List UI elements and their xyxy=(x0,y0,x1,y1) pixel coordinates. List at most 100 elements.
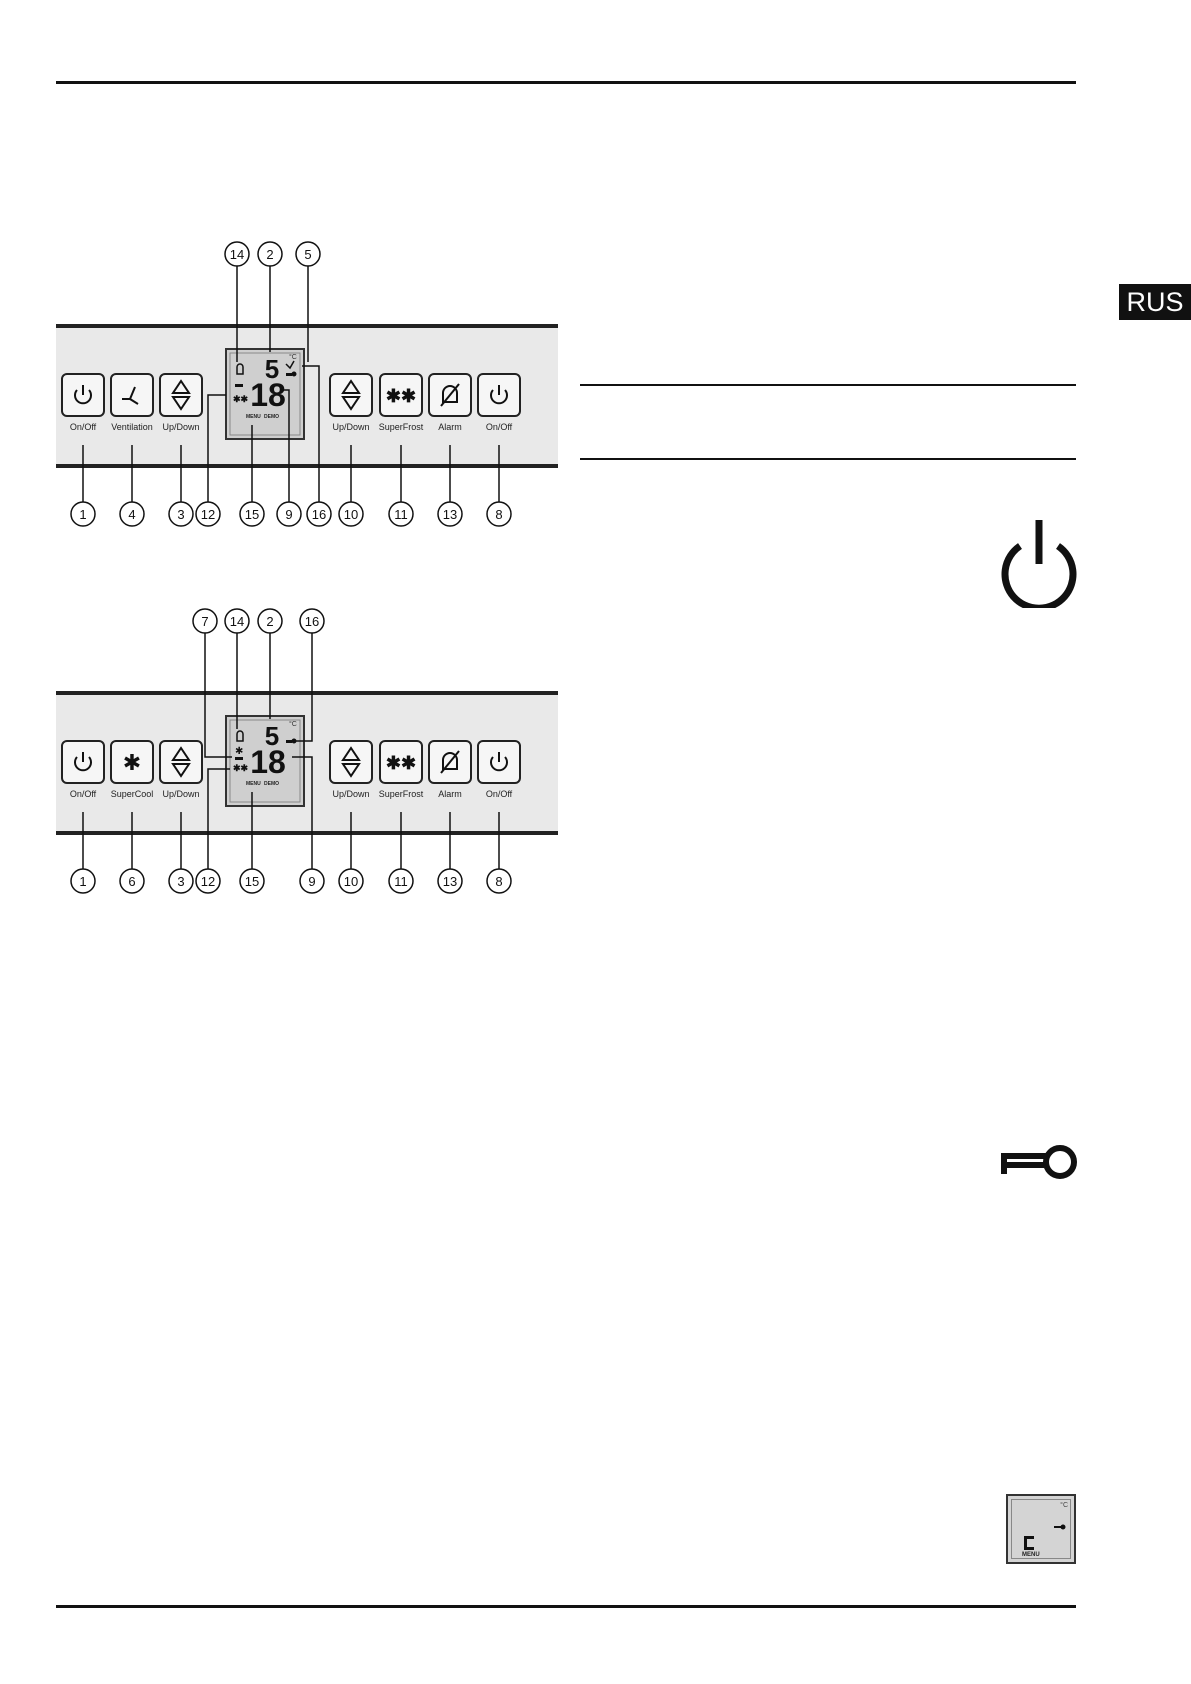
button-label: Up/Down xyxy=(332,422,369,432)
display-demo: DEMO xyxy=(264,414,279,420)
callout-4: 4 xyxy=(119,501,145,527)
callout-9: 9 xyxy=(276,501,302,527)
callout-7: 7 xyxy=(192,608,218,634)
callout-15: 15 xyxy=(239,868,265,894)
button-label: On/Off xyxy=(70,422,97,432)
display-upper-digit: 5 xyxy=(265,721,279,751)
power-icon xyxy=(74,752,92,772)
display-menu: MENU xyxy=(246,781,261,787)
display-unit: °C xyxy=(289,720,297,728)
display-lower-digits: 18 xyxy=(250,377,286,413)
up-down-icon xyxy=(171,746,191,778)
svg-text:✱✱: ✱✱ xyxy=(233,763,249,773)
up-down-icon xyxy=(171,379,191,411)
power-icon xyxy=(74,385,92,405)
bottom-rule xyxy=(56,1605,1076,1608)
display-menu: MENU xyxy=(246,414,261,420)
svg-text:✱: ✱ xyxy=(123,750,141,775)
svg-text:9: 9 xyxy=(285,507,292,522)
button-label: Up/Down xyxy=(332,789,369,799)
svg-text:3: 3 xyxy=(177,507,184,522)
button-label: Alarm xyxy=(438,789,462,799)
svg-text:14: 14 xyxy=(230,247,244,262)
button-label: On/Off xyxy=(486,789,513,799)
alarm-off-icon xyxy=(440,383,460,407)
svg-text:8: 8 xyxy=(495,874,502,889)
button-updown-right[interactable]: Up/Down xyxy=(329,740,373,799)
section-rule-2 xyxy=(580,458,1076,460)
button-label: Up/Down xyxy=(162,422,199,432)
callout-1: 1 xyxy=(70,868,96,894)
button-label: SuperCool xyxy=(111,789,154,799)
button-label: SuperFrost xyxy=(379,422,424,432)
control-panel-bottom: On/Off ✱ SuperCool Up/Down ✱ 5 °C 18 ✱✱ xyxy=(56,608,558,894)
button-onoff-left[interactable]: On/Off xyxy=(61,740,105,799)
button-ventilation[interactable]: Ventilation xyxy=(110,373,154,432)
button-label: Ventilation xyxy=(111,422,153,432)
button-alarm[interactable]: Alarm xyxy=(428,740,472,799)
svg-text:✱✱: ✱✱ xyxy=(386,753,416,773)
callout-13: 13 xyxy=(437,501,463,527)
superfrost-icon: ✱✱ xyxy=(386,753,416,773)
mini-display-digit xyxy=(1024,1536,1034,1550)
callout-16: 16 xyxy=(306,501,332,527)
button-label: Alarm xyxy=(438,422,462,432)
callout-11: 11 xyxy=(388,868,414,894)
button-alarm[interactable]: Alarm xyxy=(428,373,472,432)
mini-display: °C MENU xyxy=(1006,1494,1076,1564)
svg-text:8: 8 xyxy=(495,507,502,522)
key-icon xyxy=(1001,1145,1077,1179)
mini-display-menu: MENU xyxy=(1022,1552,1040,1558)
callout-2: 2 xyxy=(257,241,283,267)
svg-text:1: 1 xyxy=(79,507,86,522)
key-icon xyxy=(286,371,297,377)
supercool-icon: ✱ xyxy=(123,750,141,775)
top-rule xyxy=(56,81,1076,84)
callout-10: 10 xyxy=(338,868,364,894)
callout-14: 14 xyxy=(224,608,250,634)
svg-text:✱✱: ✱✱ xyxy=(386,386,416,406)
display-unit: °C xyxy=(289,353,297,361)
callout-12: 12 xyxy=(195,501,221,527)
up-down-icon xyxy=(341,379,361,411)
svg-text:13: 13 xyxy=(443,874,457,889)
svg-text:14: 14 xyxy=(230,614,244,629)
power-icon xyxy=(490,385,508,405)
svg-text:12: 12 xyxy=(201,874,215,889)
button-superfrost[interactable]: ✱✱ SuperFrost xyxy=(379,373,424,432)
callout-3: 3 xyxy=(168,501,194,527)
bell-icon xyxy=(236,363,244,375)
button-onoff-left[interactable]: On/Off xyxy=(61,373,105,432)
svg-text:10: 10 xyxy=(344,507,358,522)
svg-text:7: 7 xyxy=(201,614,208,629)
svg-text:✱: ✱ xyxy=(235,746,243,757)
button-label: On/Off xyxy=(486,422,513,432)
button-supercool[interactable]: ✱ SuperCool xyxy=(110,740,154,799)
section-rule-1 xyxy=(580,384,1076,386)
display-lower-digits: 18 xyxy=(250,744,286,780)
supercool-small-icon: ✱ xyxy=(235,746,243,757)
callout-2: 2 xyxy=(257,608,283,634)
superfrost-small-icon: ✱✱ xyxy=(233,394,249,404)
callout-16: 16 xyxy=(299,608,325,634)
display-demo: DEMO xyxy=(264,781,279,787)
callout-11: 11 xyxy=(388,501,414,527)
button-onoff-right[interactable]: On/Off xyxy=(477,373,521,432)
callout-13: 13 xyxy=(437,868,463,894)
superfrost-small-icon: ✱✱ xyxy=(233,763,249,773)
svg-text:11: 11 xyxy=(394,507,408,522)
svg-text:✱✱: ✱✱ xyxy=(233,394,249,404)
svg-text:16: 16 xyxy=(305,614,319,629)
button-label: Up/Down xyxy=(162,789,199,799)
button-updown-left[interactable]: Up/Down xyxy=(159,740,203,799)
svg-text:15: 15 xyxy=(245,874,259,889)
svg-text:5: 5 xyxy=(304,247,311,262)
callout-3: 3 xyxy=(168,868,194,894)
button-superfrost[interactable]: ✱✱ SuperFrost xyxy=(379,740,424,799)
button-onoff-right[interactable]: On/Off xyxy=(477,740,521,799)
callout-15: 15 xyxy=(239,501,265,527)
button-label: On/Off xyxy=(70,789,97,799)
button-updown-left[interactable]: Up/Down xyxy=(159,373,203,432)
button-updown-right[interactable]: Up/Down xyxy=(329,373,373,432)
up-down-icon xyxy=(341,746,361,778)
